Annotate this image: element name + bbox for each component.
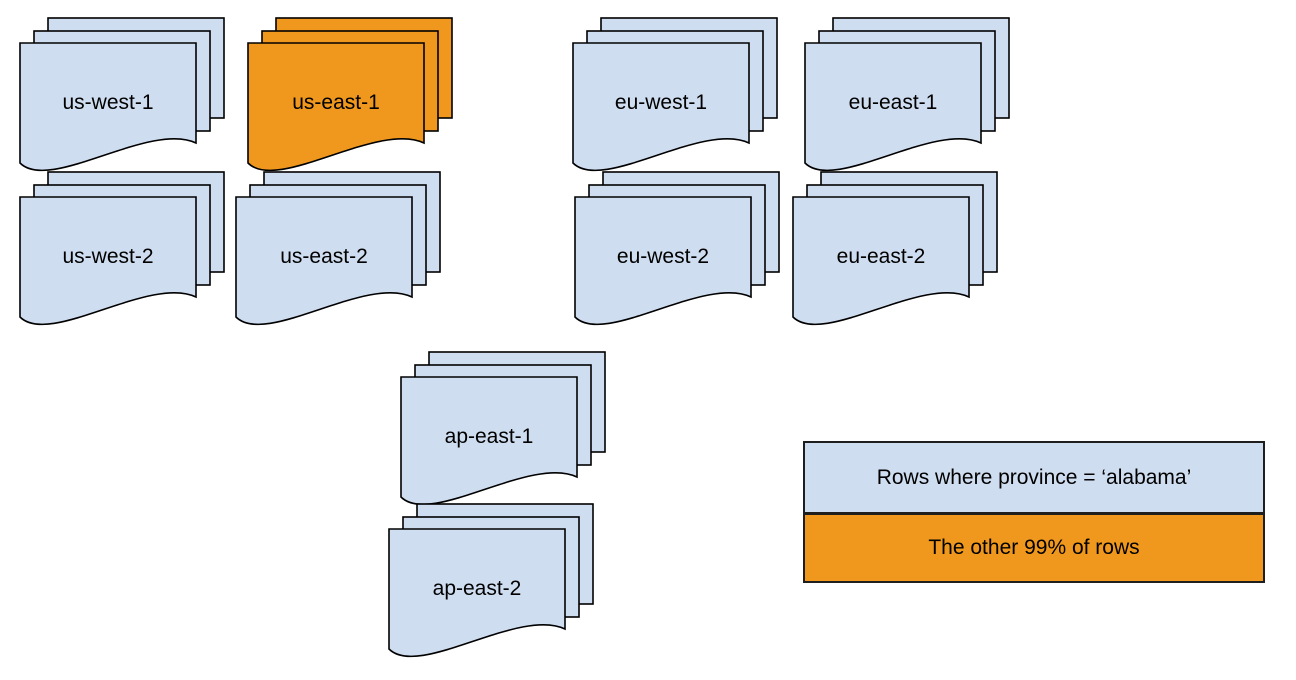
- legend-row-other: The other 99% of rows: [805, 515, 1263, 581]
- document-stack-icon: [388, 503, 594, 658]
- document-stack-icon: [804, 17, 1010, 172]
- stack-eu-west-2: [573, 170, 781, 328]
- stack-ap-east-2: [387, 502, 595, 660]
- document-stack-icon: [792, 171, 998, 326]
- legend-label-other: The other 99% of rows: [928, 536, 1140, 560]
- document-stack-icon: [19, 171, 225, 326]
- document-stack-icon: [572, 17, 778, 172]
- document-front-sheet: [235, 196, 413, 326]
- document-stack-icon: [19, 17, 225, 172]
- stack-eu-west-1: [571, 16, 779, 174]
- document-front-sheet: [400, 376, 578, 506]
- document-stack-icon: [400, 351, 606, 506]
- document-front-sheet: [247, 42, 425, 172]
- document-front-sheet: [574, 196, 752, 326]
- document-stack-icon: [247, 17, 453, 172]
- stack-us-east-2: [234, 170, 442, 328]
- stack-ap-east-1: [399, 350, 607, 508]
- stack-eu-east-1: [803, 16, 1011, 174]
- document-front-sheet: [804, 42, 982, 172]
- stack-us-west-2: [18, 170, 226, 328]
- stack-us-east-1: [246, 16, 454, 174]
- document-front-sheet: [19, 196, 197, 326]
- stack-eu-east-2: [791, 170, 999, 328]
- legend: Rows where province = ‘alabama’ The othe…: [803, 441, 1265, 583]
- document-front-sheet: [19, 42, 197, 172]
- legend-label-alabama: Rows where province = ‘alabama’: [876, 465, 1192, 489]
- document-front-sheet: [572, 42, 750, 172]
- document-front-sheet: [388, 528, 566, 658]
- legend-row-alabama: Rows where province = ‘alabama’: [805, 443, 1263, 516]
- document-front-sheet: [792, 196, 970, 326]
- stack-us-west-1: [18, 16, 226, 174]
- document-stack-icon: [574, 171, 780, 326]
- document-stack-icon: [235, 171, 441, 326]
